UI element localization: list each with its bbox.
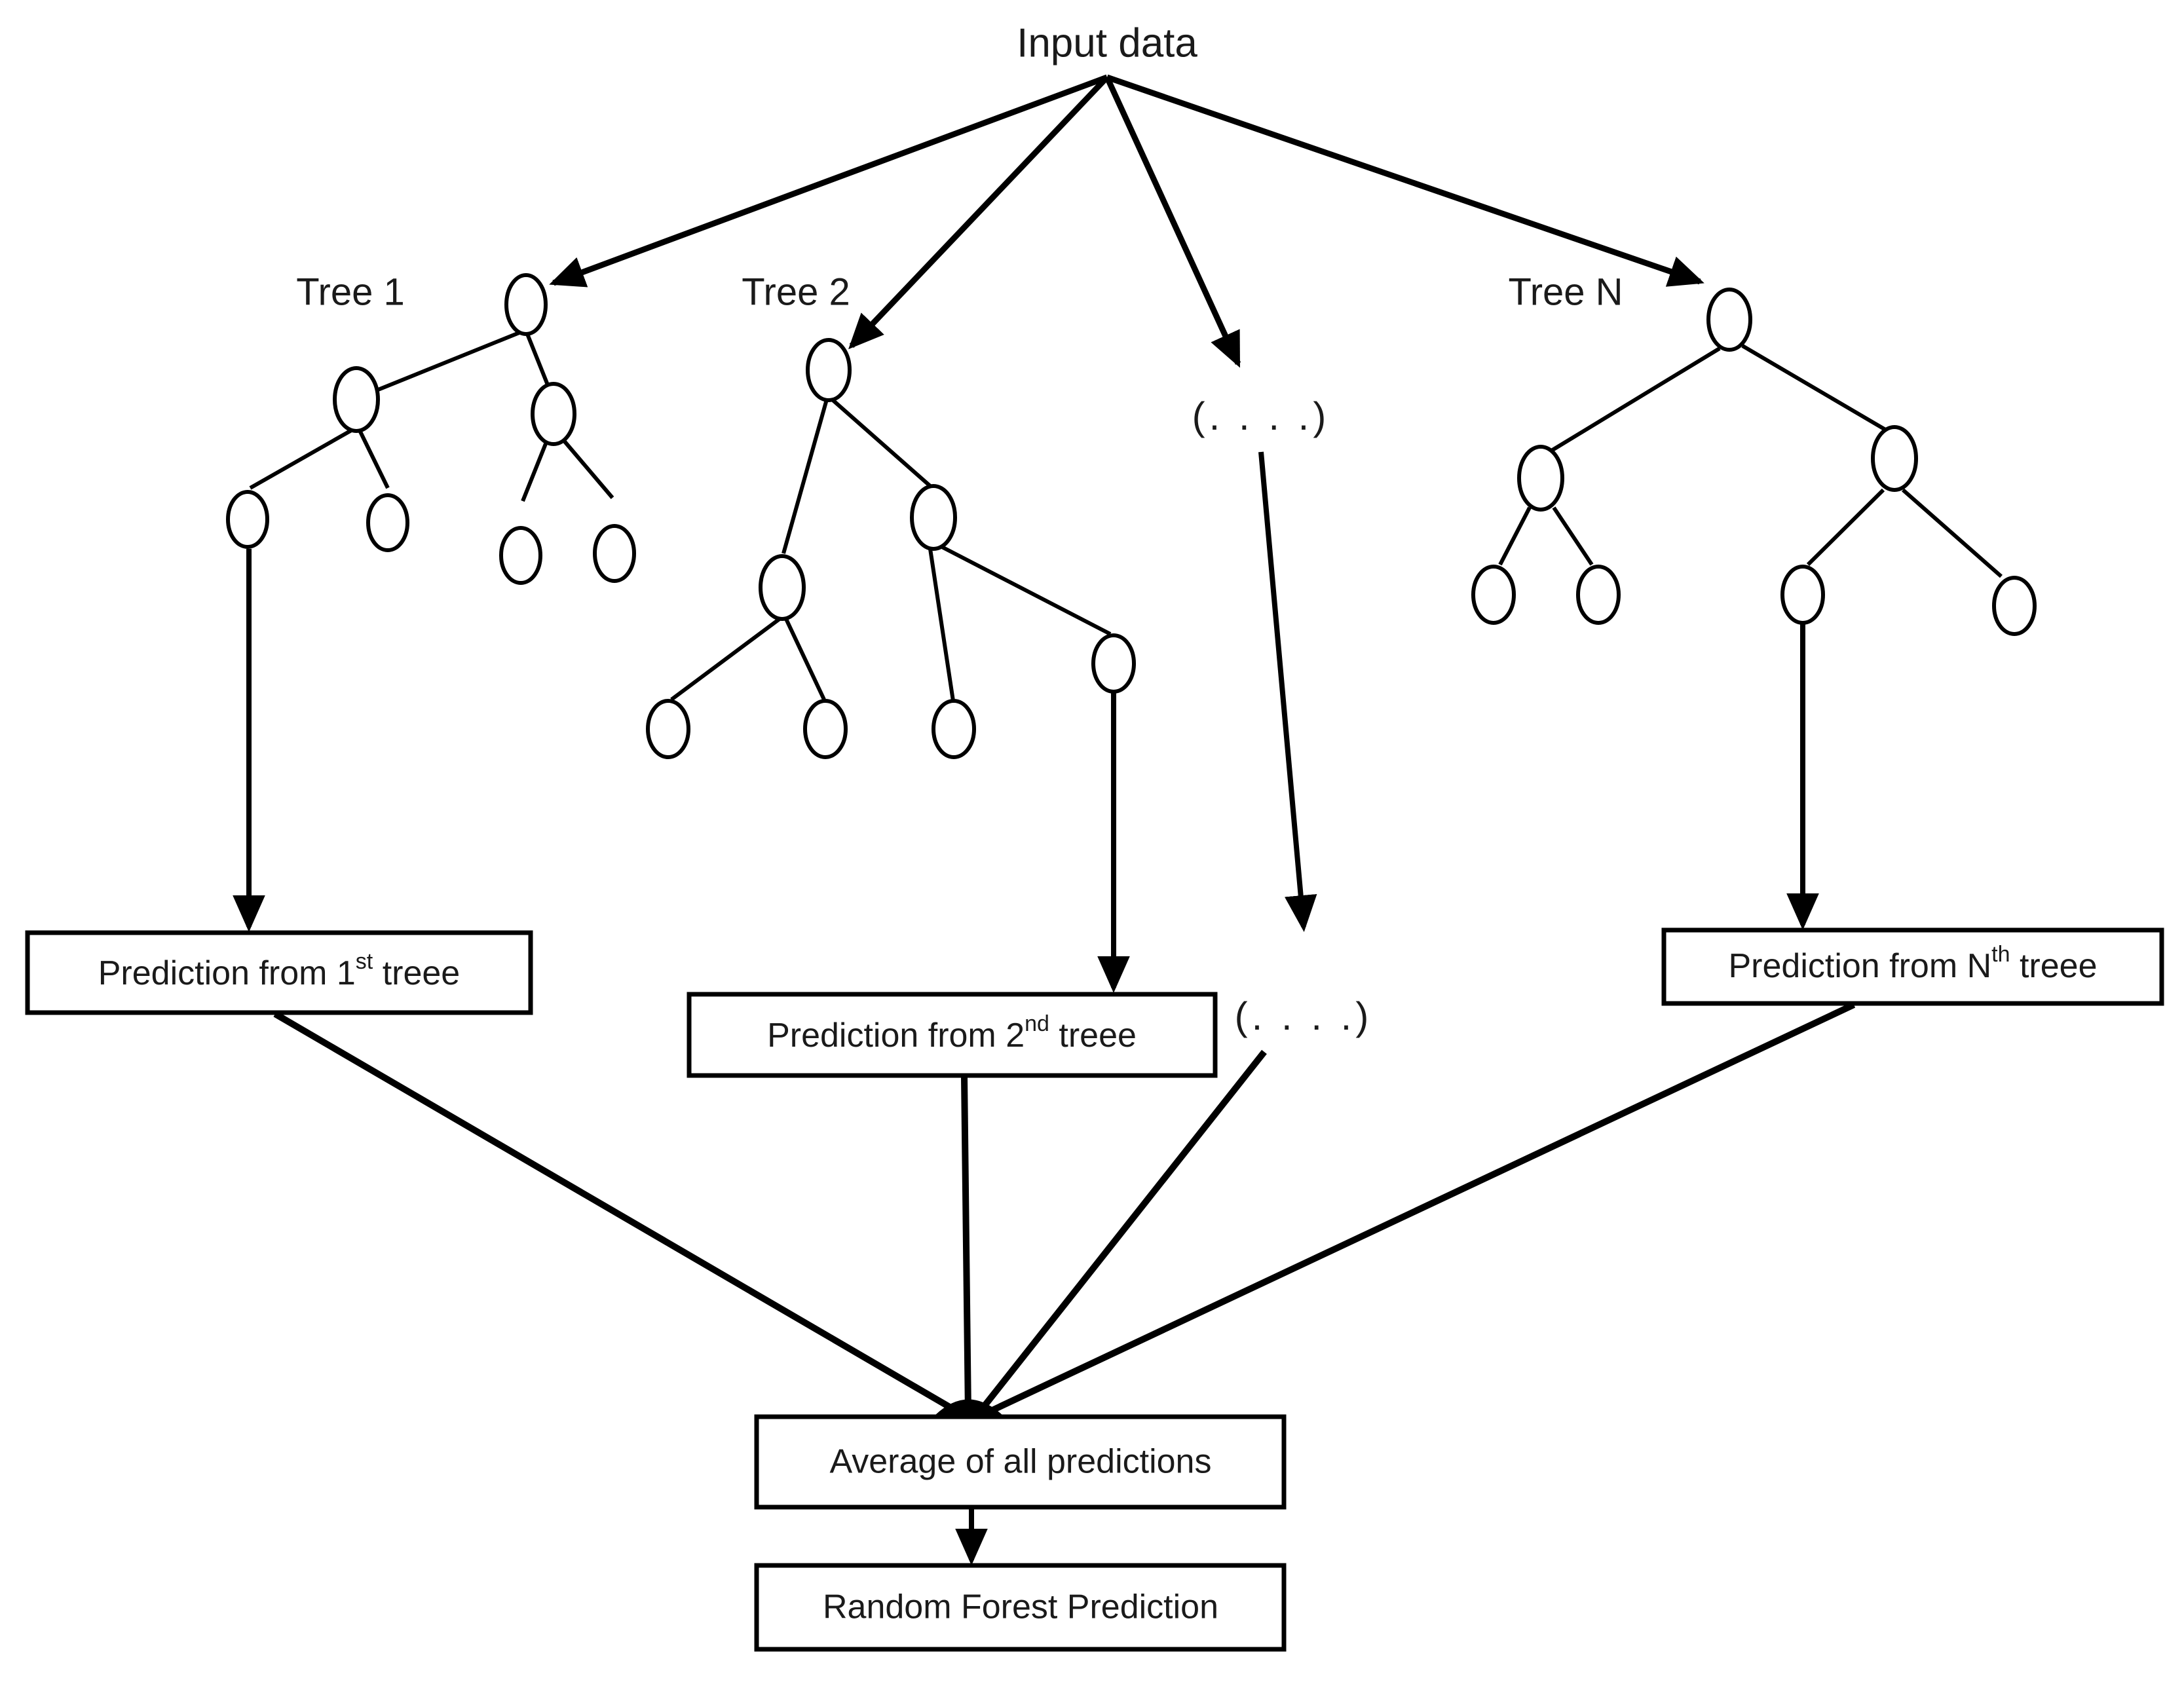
edge-tn-root-left <box>1548 346 1721 454</box>
page-title: Input data <box>1017 20 1197 65</box>
tree-1-node-left <box>333 366 380 433</box>
tree-n-leaf-2 <box>1576 565 1621 625</box>
ellipsis-bottom-label: (. . . .) <box>1235 994 1373 1038</box>
edge-t1-l-ll <box>249 427 355 490</box>
edge-input-to-tree2 <box>848 75 1110 350</box>
tree-n-root-node <box>1706 288 1752 352</box>
tree-1-leaf-1 <box>226 490 269 549</box>
ellipsis-top-label: (. . . .) <box>1192 394 1330 438</box>
tree-1-node-right <box>531 382 576 446</box>
tree-1-root-node <box>504 273 548 336</box>
tree-2-node-right <box>910 484 957 551</box>
edge-t2-r-rl <box>928 548 955 701</box>
edge-tn-l-lr <box>1552 506 1594 566</box>
tree-2-leaf-4 <box>1091 633 1136 694</box>
tree-2-root-node <box>806 338 852 402</box>
edge-prediction2-to-average <box>961 1076 971 1415</box>
edge-input-to-ellipsis <box>1104 76 1241 368</box>
average-convergence-arrowhead <box>933 1399 1004 1417</box>
tree-2-label: Tree 2 <box>742 271 850 313</box>
prediction-2-label: Prediction from 2nd treee <box>767 1011 1137 1055</box>
edge-t2-root-left <box>781 399 829 554</box>
tree-2-leaf-1 <box>646 699 690 759</box>
edge-input-to-tree1 <box>549 74 1108 288</box>
edge-predictionn-to-average <box>981 1001 1856 1418</box>
final-prediction-label: Random Forest Prediction <box>823 1588 1218 1626</box>
tree-n-leaf-3 <box>1780 565 1825 625</box>
prediction-n-box <box>1661 927 2164 1006</box>
tree-1-label: Tree 1 <box>296 271 404 313</box>
edge-t2-l-ll <box>670 617 781 701</box>
tree-n-leaf-4 <box>1992 576 2037 636</box>
edge-t1-root-left <box>356 329 525 400</box>
tree-2-node-left <box>759 554 806 621</box>
average-label: Average of all predictions <box>830 1443 1212 1481</box>
edge-ellipsis2-to-average <box>975 1049 1267 1417</box>
tree-1-leaf-3 <box>499 526 542 585</box>
tree-2-leaf-2 <box>803 699 848 759</box>
average-box <box>754 1414 1287 1510</box>
edge-t2-r-rr <box>937 543 1112 636</box>
edge-ellipsis-to-ellipsis2 <box>1258 451 1317 932</box>
edge-t1-r-rr <box>555 431 614 499</box>
tree-n-label: Tree N <box>1508 271 1623 313</box>
edge-input-to-treen <box>1106 74 1704 287</box>
prediction-2-box <box>687 992 1218 1078</box>
prediction-1-box <box>25 930 533 1015</box>
tree-1-leaf-4 <box>593 524 636 583</box>
tree-2-leaf-3 <box>932 699 976 759</box>
edge-t2-root-right <box>829 396 932 488</box>
edge-tn-l-ll <box>1498 506 1532 566</box>
edge-tn-r-rr <box>1902 488 2003 578</box>
tree-n-node-left <box>1517 445 1564 512</box>
edge-t2-l-lr <box>784 618 826 701</box>
edge-tn-root-right <box>1741 344 1891 434</box>
edge-tn-r-rl <box>1806 488 1885 567</box>
edge-t1-l-lr <box>357 428 390 489</box>
prediction-1-label: Prediction from 1st treee <box>98 949 460 992</box>
tree-n-node-right <box>1871 425 1918 492</box>
edge-prediction1-to-average <box>273 1011 965 1418</box>
prediction-n-label: Prediction from Nth treee <box>1728 942 2097 985</box>
final-prediction-box <box>754 1563 1287 1652</box>
tree-1-leaf-2 <box>366 493 409 552</box>
tree-n-leaf-1 <box>1471 565 1516 625</box>
